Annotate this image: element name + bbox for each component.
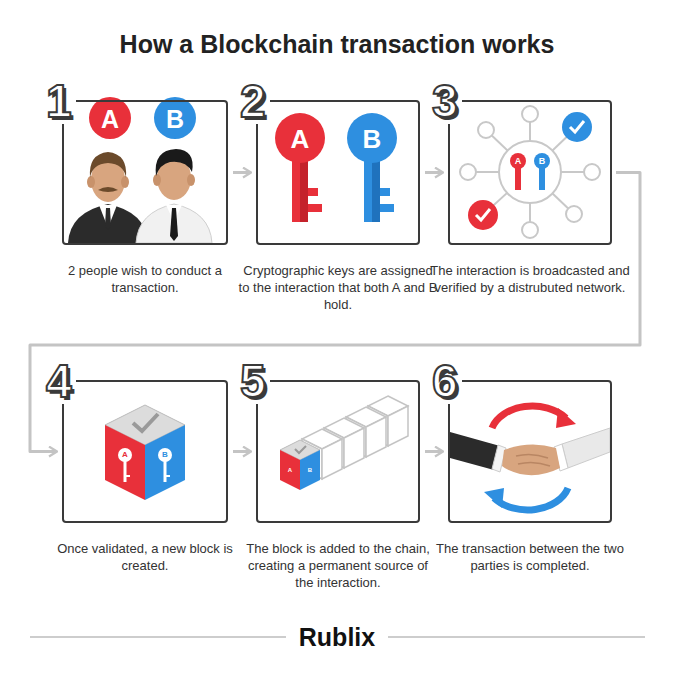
party-letter: A — [122, 451, 128, 459]
step-panel: 2Cryptographic keys are assigned to the … — [256, 100, 420, 245]
step-number: 5 — [238, 358, 270, 404]
step-caption: Cryptographic keys are assigned to the i… — [238, 263, 438, 314]
step-number: 4 — [44, 358, 76, 404]
block-cube — [105, 405, 185, 500]
brand-logo: Rublix — [299, 625, 375, 650]
step-panel: 3The interaction is broadcasted and veri… — [448, 100, 612, 245]
party-letter: B — [539, 157, 546, 166]
step-panel: 6The transaction between the two parties… — [448, 380, 612, 523]
keys-illustration — [275, 113, 397, 222]
step-panel: 12 people wish to conduct a transaction. — [62, 100, 228, 245]
flow-arrow — [425, 450, 443, 453]
step-number: 2 — [238, 78, 270, 124]
network-illustration — [460, 106, 600, 238]
footer-rule — [30, 636, 286, 638]
title: How a Blockchain transaction works — [0, 30, 674, 59]
party-letter: A — [291, 126, 310, 152]
flow-arrow — [30, 173, 640, 452]
step-number: 6 — [430, 358, 462, 404]
step-number: 3 — [430, 78, 462, 124]
party-letter: A — [515, 157, 522, 166]
step-number: 1 — [44, 78, 76, 124]
party-letter: B — [308, 467, 312, 473]
step-panel: 4Once validated, a new block is created. — [62, 380, 228, 523]
party-letter: B — [166, 107, 184, 132]
step-caption: The transaction between the two parties … — [430, 541, 630, 575]
step-caption: The interaction is broadcasted and verif… — [430, 263, 630, 297]
party-letter: B — [162, 451, 168, 459]
handshake-illustration — [450, 406, 610, 510]
party-letter: A — [288, 467, 292, 473]
party-letter: B — [363, 126, 382, 152]
footer-rule — [388, 636, 645, 638]
chain-illustration — [280, 396, 408, 490]
party-letter: A — [101, 107, 119, 132]
step-caption: 2 people wish to conduct a transaction. — [44, 263, 246, 297]
step-panel: 5The block is added to the chain, creati… — [256, 380, 420, 523]
flow-arrow — [233, 450, 251, 453]
flow-arrow — [233, 171, 251, 174]
step-caption: The block is added to the chain, creatin… — [238, 541, 438, 592]
step-caption: Once validated, a new block is created. — [44, 541, 246, 575]
flow-arrow — [425, 171, 443, 174]
people-illustration — [68, 97, 212, 243]
